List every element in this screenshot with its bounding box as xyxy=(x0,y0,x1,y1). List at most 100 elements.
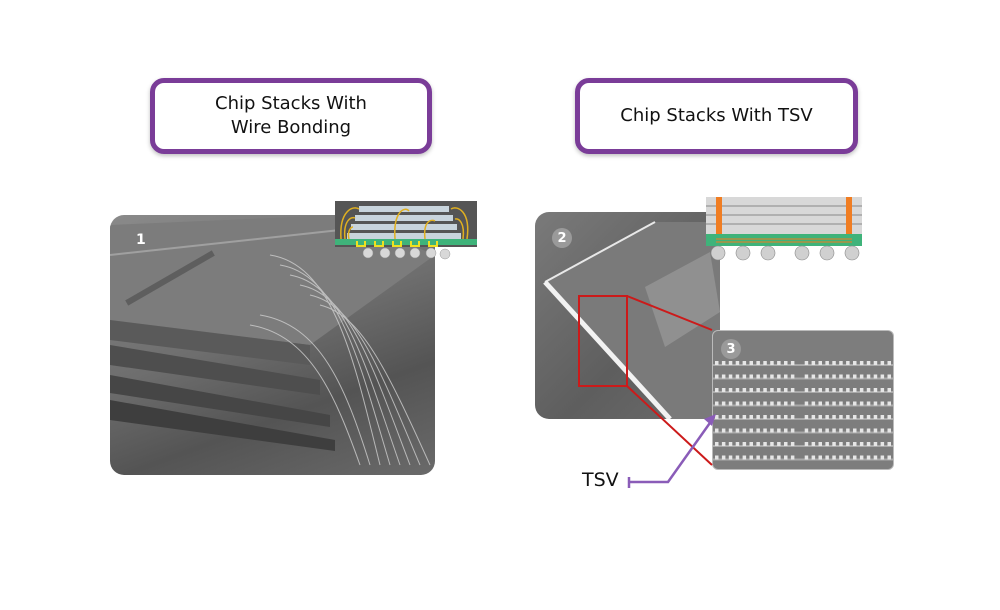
tsv-via xyxy=(859,428,864,433)
tsv-via xyxy=(742,442,747,446)
tsv-via xyxy=(859,388,864,392)
tsv-via xyxy=(818,374,822,379)
tsv-via xyxy=(777,361,781,365)
tsv-via xyxy=(790,388,795,392)
tsv-via xyxy=(866,415,871,419)
tsv-via xyxy=(873,401,878,406)
tsv-via xyxy=(728,455,733,460)
tsv-via xyxy=(770,374,774,379)
tsv-via xyxy=(825,401,829,406)
tsv-via xyxy=(832,415,836,419)
tsv-via xyxy=(790,442,795,446)
tsv-via xyxy=(804,455,809,460)
tsv-via xyxy=(721,401,726,406)
tsv-via xyxy=(742,374,747,379)
tsv-array-zoom-image: 3 xyxy=(712,330,894,470)
tsv-via xyxy=(880,442,885,446)
tsv-via xyxy=(853,442,857,446)
tsv-row-line xyxy=(713,458,893,461)
tsv-via xyxy=(811,361,816,365)
tsv-via xyxy=(873,388,878,392)
tsv-via xyxy=(873,361,878,365)
tsv-via xyxy=(859,455,864,460)
tsv-via xyxy=(777,374,781,379)
tsv-via xyxy=(804,442,809,446)
tsv-via xyxy=(880,374,885,379)
tsv-via xyxy=(853,388,857,392)
tsv-via xyxy=(853,428,857,433)
tsv-row-line xyxy=(713,364,893,366)
tsv-via xyxy=(721,388,726,392)
tsv-via xyxy=(839,415,843,419)
tsv-via xyxy=(832,388,836,392)
tsv-via xyxy=(777,388,781,392)
tsv-title-box: Chip Stacks With TSV xyxy=(575,78,858,154)
tsv-via xyxy=(742,361,747,365)
tsv-via xyxy=(790,361,795,365)
tsv-row-line xyxy=(713,445,893,447)
tsv-via xyxy=(735,374,740,379)
tsv-row-line xyxy=(713,391,893,393)
tsv-via xyxy=(763,442,767,446)
tsv-via xyxy=(790,401,795,406)
wire-bonding-schematic xyxy=(335,201,477,263)
tsv-via xyxy=(735,428,740,433)
tsv-schematic xyxy=(706,197,862,262)
tsv-via xyxy=(866,442,871,446)
tsv-via xyxy=(811,428,816,433)
tsv-via xyxy=(887,455,891,460)
panel-number-2: 2 xyxy=(552,228,572,248)
tsv-via xyxy=(721,415,726,419)
wire-bonding-stack-illustration xyxy=(110,215,435,466)
tsv-via xyxy=(804,361,809,365)
tsv-via xyxy=(742,388,747,392)
wire-bonding-title-box: Chip Stacks With Wire Bonding xyxy=(150,78,432,154)
tsv-via xyxy=(880,401,885,406)
tsv-sem-image: 2 xyxy=(535,212,720,419)
tsv-via xyxy=(859,442,864,446)
tsv-via xyxy=(818,455,822,460)
tsv-via xyxy=(715,388,719,392)
tsv-via xyxy=(880,455,885,460)
tsv-via xyxy=(825,455,829,460)
tsv-via xyxy=(784,415,788,419)
tsv-via xyxy=(825,428,829,433)
tsv-via xyxy=(846,442,850,446)
tsv-via xyxy=(756,361,760,365)
tsv-via xyxy=(790,415,795,419)
tsv-via xyxy=(853,374,857,379)
tsv-via xyxy=(873,415,878,419)
tsv-via xyxy=(770,415,774,419)
tsv-via xyxy=(880,415,885,419)
tsv-via xyxy=(784,455,788,460)
tsv-via xyxy=(811,415,816,419)
tsv-via xyxy=(777,415,781,419)
tsv-via xyxy=(749,455,753,460)
tsv-via xyxy=(825,388,829,392)
tsv-via xyxy=(846,455,850,460)
tsv-via xyxy=(859,415,864,419)
tsv-via xyxy=(811,455,816,460)
tsv-via xyxy=(777,455,781,460)
tsv-via xyxy=(804,428,809,433)
tsv-via xyxy=(756,415,760,419)
tsv-via xyxy=(735,442,740,446)
tsv-via xyxy=(728,442,733,446)
tsv-via xyxy=(811,401,816,406)
tsv-via xyxy=(728,401,733,406)
tsv-via xyxy=(770,361,774,365)
tsv-row-line xyxy=(713,418,893,420)
tsv-row-line xyxy=(713,377,893,380)
tsv-via xyxy=(735,401,740,406)
tsv-via xyxy=(770,401,774,406)
tsv-via xyxy=(853,401,857,406)
tsv-via xyxy=(735,415,740,419)
tsv-via xyxy=(818,401,822,406)
tsv-via xyxy=(839,442,843,446)
tsv-via xyxy=(790,428,795,433)
tsv-via xyxy=(853,361,857,365)
tsv-via xyxy=(839,428,843,433)
tsv-via xyxy=(790,374,795,379)
tsv-via xyxy=(832,455,836,460)
tsv-via xyxy=(832,442,836,446)
